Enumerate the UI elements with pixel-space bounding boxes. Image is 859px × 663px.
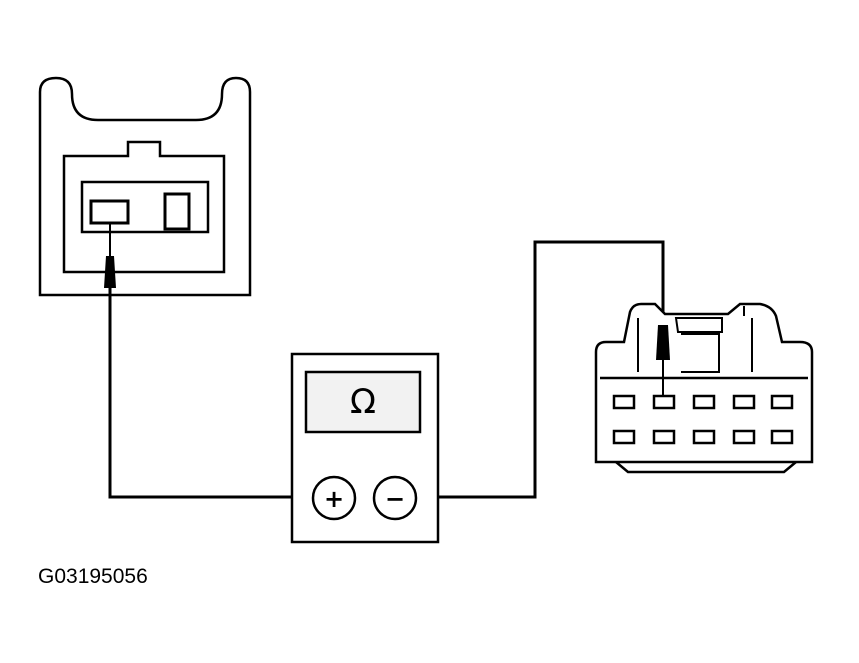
right-connector-housing [594, 302, 814, 464]
test-leads [108, 240, 665, 499]
left-connector-terminal-2 [163, 192, 191, 231]
negative-terminal-jack [372, 475, 418, 521]
right-probe [656, 325, 670, 396]
left-two-pin-connector [38, 76, 252, 297]
left-connector-inner-panel [80, 180, 210, 234]
left-probe [104, 223, 116, 288]
right-connector-bottom-lip [615, 461, 797, 474]
right-multi-pin-connector [594, 302, 814, 474]
ohmmeter: Ω + − [290, 352, 440, 544]
right-connector-pin-row-2 [612, 429, 794, 445]
left-connector-housing [38, 76, 252, 297]
left-connector-face [62, 140, 226, 274]
right-connector-latch [674, 317, 723, 333]
positive-terminal-label: + [324, 485, 344, 513]
negative-terminal-label: − [385, 485, 405, 513]
ohm-symbol: Ω [350, 382, 376, 422]
ohmmeter-display [304, 370, 422, 434]
positive-terminal-jack [311, 475, 357, 521]
figure-id-label: G03195056 [38, 565, 148, 588]
positive-test-lead [108, 288, 313, 499]
negative-test-lead [416, 240, 665, 499]
